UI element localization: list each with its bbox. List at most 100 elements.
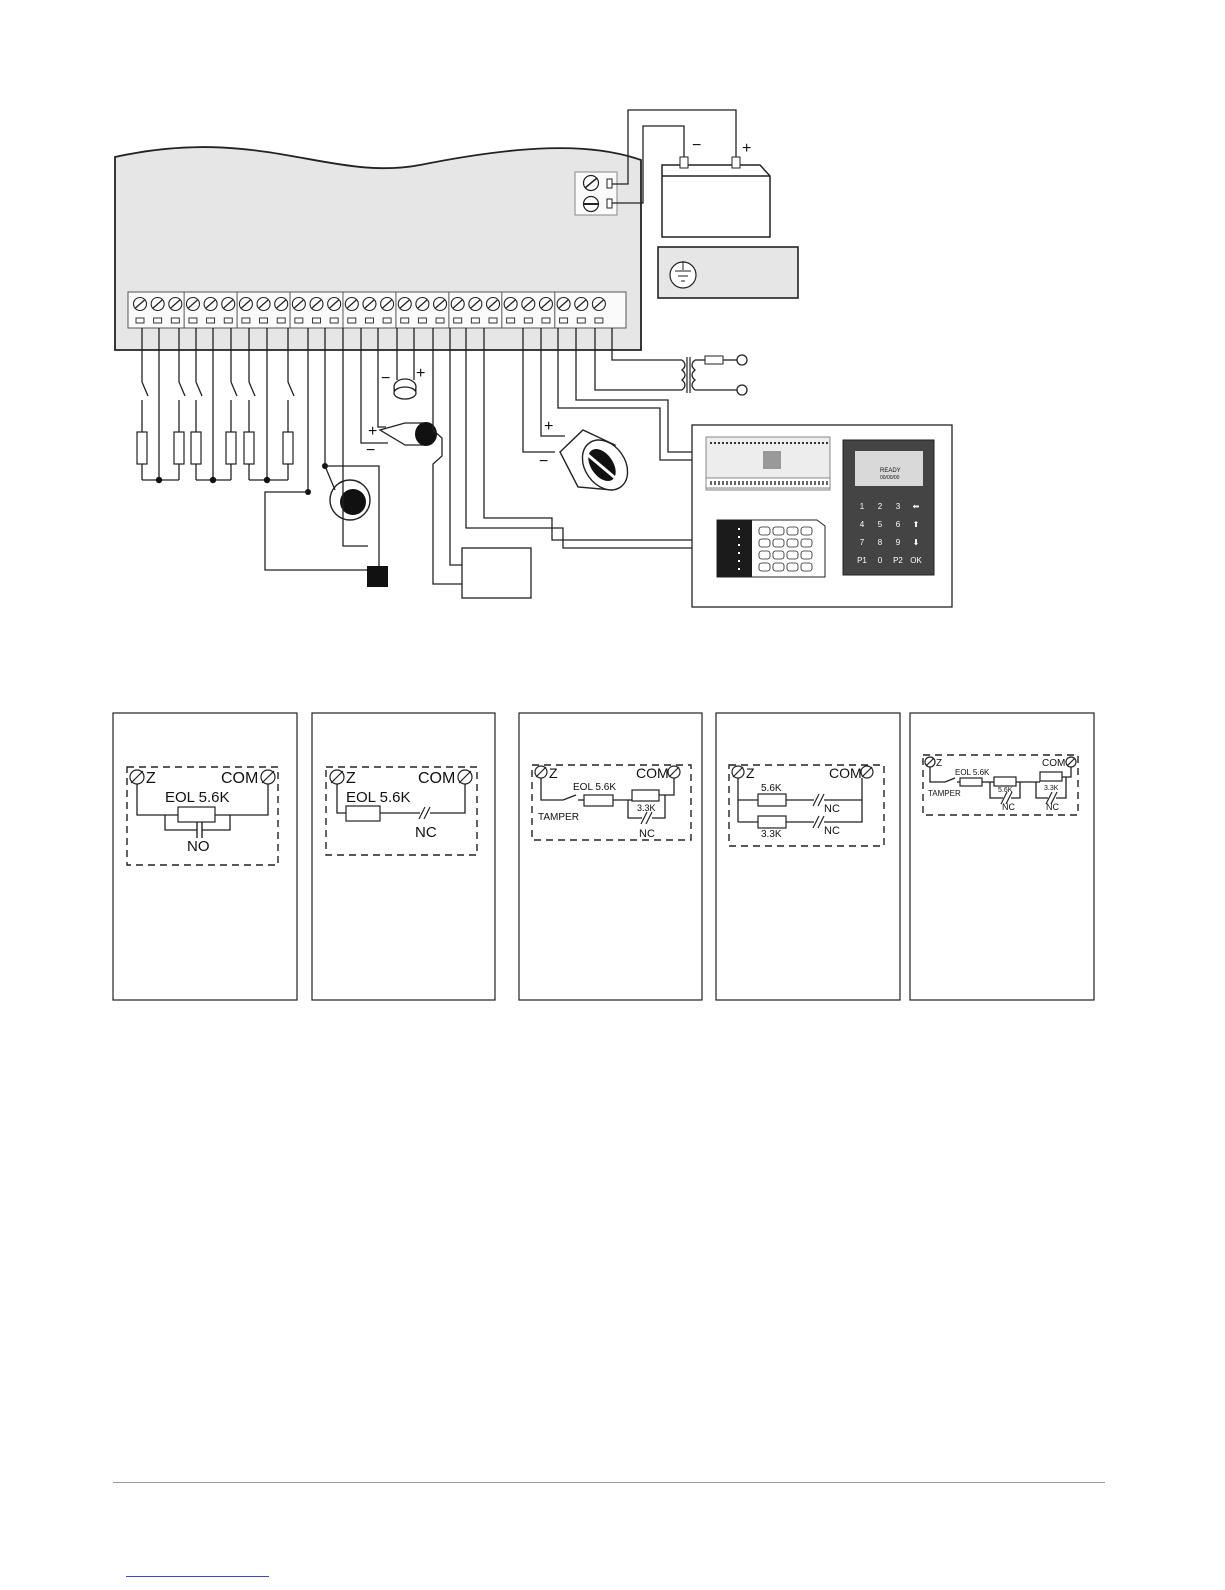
module-led [718, 442, 720, 444]
module-terminal [742, 481, 744, 485]
module-terminal [734, 481, 736, 485]
module-led [822, 442, 824, 444]
ground-box [658, 247, 798, 298]
led-keypad-key [759, 563, 770, 571]
led-indicator [738, 560, 740, 562]
module-terminal [778, 481, 780, 485]
contact2-label: NC [1046, 802, 1059, 812]
lcd-keypad-key: OK [910, 556, 922, 565]
zone-switch [179, 382, 185, 396]
contact-label: NC [824, 803, 840, 815]
module-terminal [758, 481, 760, 485]
com-terminal-label: COM [829, 765, 862, 781]
module-terminal [738, 481, 740, 485]
terminal-pin [489, 318, 497, 323]
module-led [762, 442, 764, 444]
com-terminal-label: COM [1042, 758, 1065, 769]
com-terminal-label: COM [418, 770, 455, 787]
terminal-pin [313, 318, 321, 323]
zone-resistor [226, 432, 236, 464]
module-terminal [802, 481, 804, 485]
resistor [178, 807, 215, 822]
module-led [766, 442, 768, 444]
terminal-pin [471, 318, 479, 323]
zone-switch [142, 382, 148, 396]
module-led [742, 442, 744, 444]
terminal-pin [242, 318, 250, 323]
resistor [758, 794, 786, 806]
led-indicator [738, 528, 740, 530]
lcd-keypad-key: 2 [878, 502, 883, 511]
module-led [810, 442, 812, 444]
lcd-keypad-key: P1 [857, 556, 867, 565]
led-keypad-key [759, 551, 770, 559]
terminal-pin [436, 318, 444, 323]
module-terminal [714, 481, 716, 485]
resistor [584, 795, 613, 806]
module-led [714, 442, 716, 444]
module-terminal [726, 481, 728, 485]
lcd-keypad: READY 00/00/00 123⬅456⬆789⬇P10P2OK [843, 440, 934, 575]
siren-plus-label: + [544, 418, 553, 435]
led-keypad-key [759, 539, 770, 547]
resistor [346, 806, 380, 821]
module-led [790, 442, 792, 444]
footer-link-underline [126, 1576, 269, 1577]
terminal-pin [577, 318, 585, 323]
terminal-pin [560, 318, 568, 323]
module-led [734, 442, 736, 444]
module-terminal [810, 481, 812, 485]
lcd-keypad-key: 1 [860, 502, 865, 511]
module-led [778, 442, 780, 444]
contact-label: NC [415, 824, 437, 841]
expansion-module [706, 437, 830, 490]
zone-terminal-label: Z [146, 770, 156, 787]
lcd-keypad-key: 9 [896, 538, 901, 547]
terminal-pin [189, 318, 197, 323]
zone-switch [288, 382, 294, 396]
lcd-keypad-key: 0 [878, 556, 883, 565]
module-led [770, 442, 772, 444]
module-terminal [722, 481, 724, 485]
buzzer-plus-label: + [416, 365, 425, 382]
module-led [806, 442, 808, 444]
module-led [722, 442, 724, 444]
module-terminal [754, 481, 756, 485]
led-keypad-key [787, 527, 798, 535]
zone-resistor [137, 432, 147, 464]
module-terminal [814, 481, 816, 485]
zone-resistor [191, 432, 201, 464]
module-terminal [766, 481, 768, 485]
lcd-keypad-key: 8 [878, 538, 883, 547]
module-led [802, 442, 804, 444]
module-terminal [770, 481, 772, 485]
module-terminal [818, 481, 820, 485]
zone-junction-dot [264, 477, 270, 483]
resistor [960, 778, 982, 786]
resistor [758, 816, 786, 828]
contact-label: NC [1002, 802, 1015, 812]
module-led [710, 442, 712, 444]
resistor-label: EOL 5.6K [573, 782, 616, 793]
resistor [1040, 772, 1062, 781]
terminal-pin [542, 318, 550, 323]
terminal-pin [383, 318, 391, 323]
zone-diagram-frame [716, 713, 900, 1000]
resistor2-label: 3.3K [637, 803, 656, 813]
zone-resistor [283, 432, 293, 464]
module-led [750, 442, 752, 444]
led-keypad-key [759, 527, 770, 535]
led-keypad-key [801, 563, 812, 571]
zone-terminal-label: Z [936, 758, 942, 769]
led-keypad-key [773, 551, 784, 559]
module-terminal [710, 481, 712, 485]
module-terminal [826, 481, 828, 485]
module-led [794, 442, 796, 444]
zone-terminal-label: Z [346, 770, 356, 787]
terminal-pin [260, 318, 268, 323]
terminal-pin [224, 318, 232, 323]
resistor-label: EOL 5.6K [346, 789, 410, 806]
battery-plus-label: + [742, 140, 751, 157]
